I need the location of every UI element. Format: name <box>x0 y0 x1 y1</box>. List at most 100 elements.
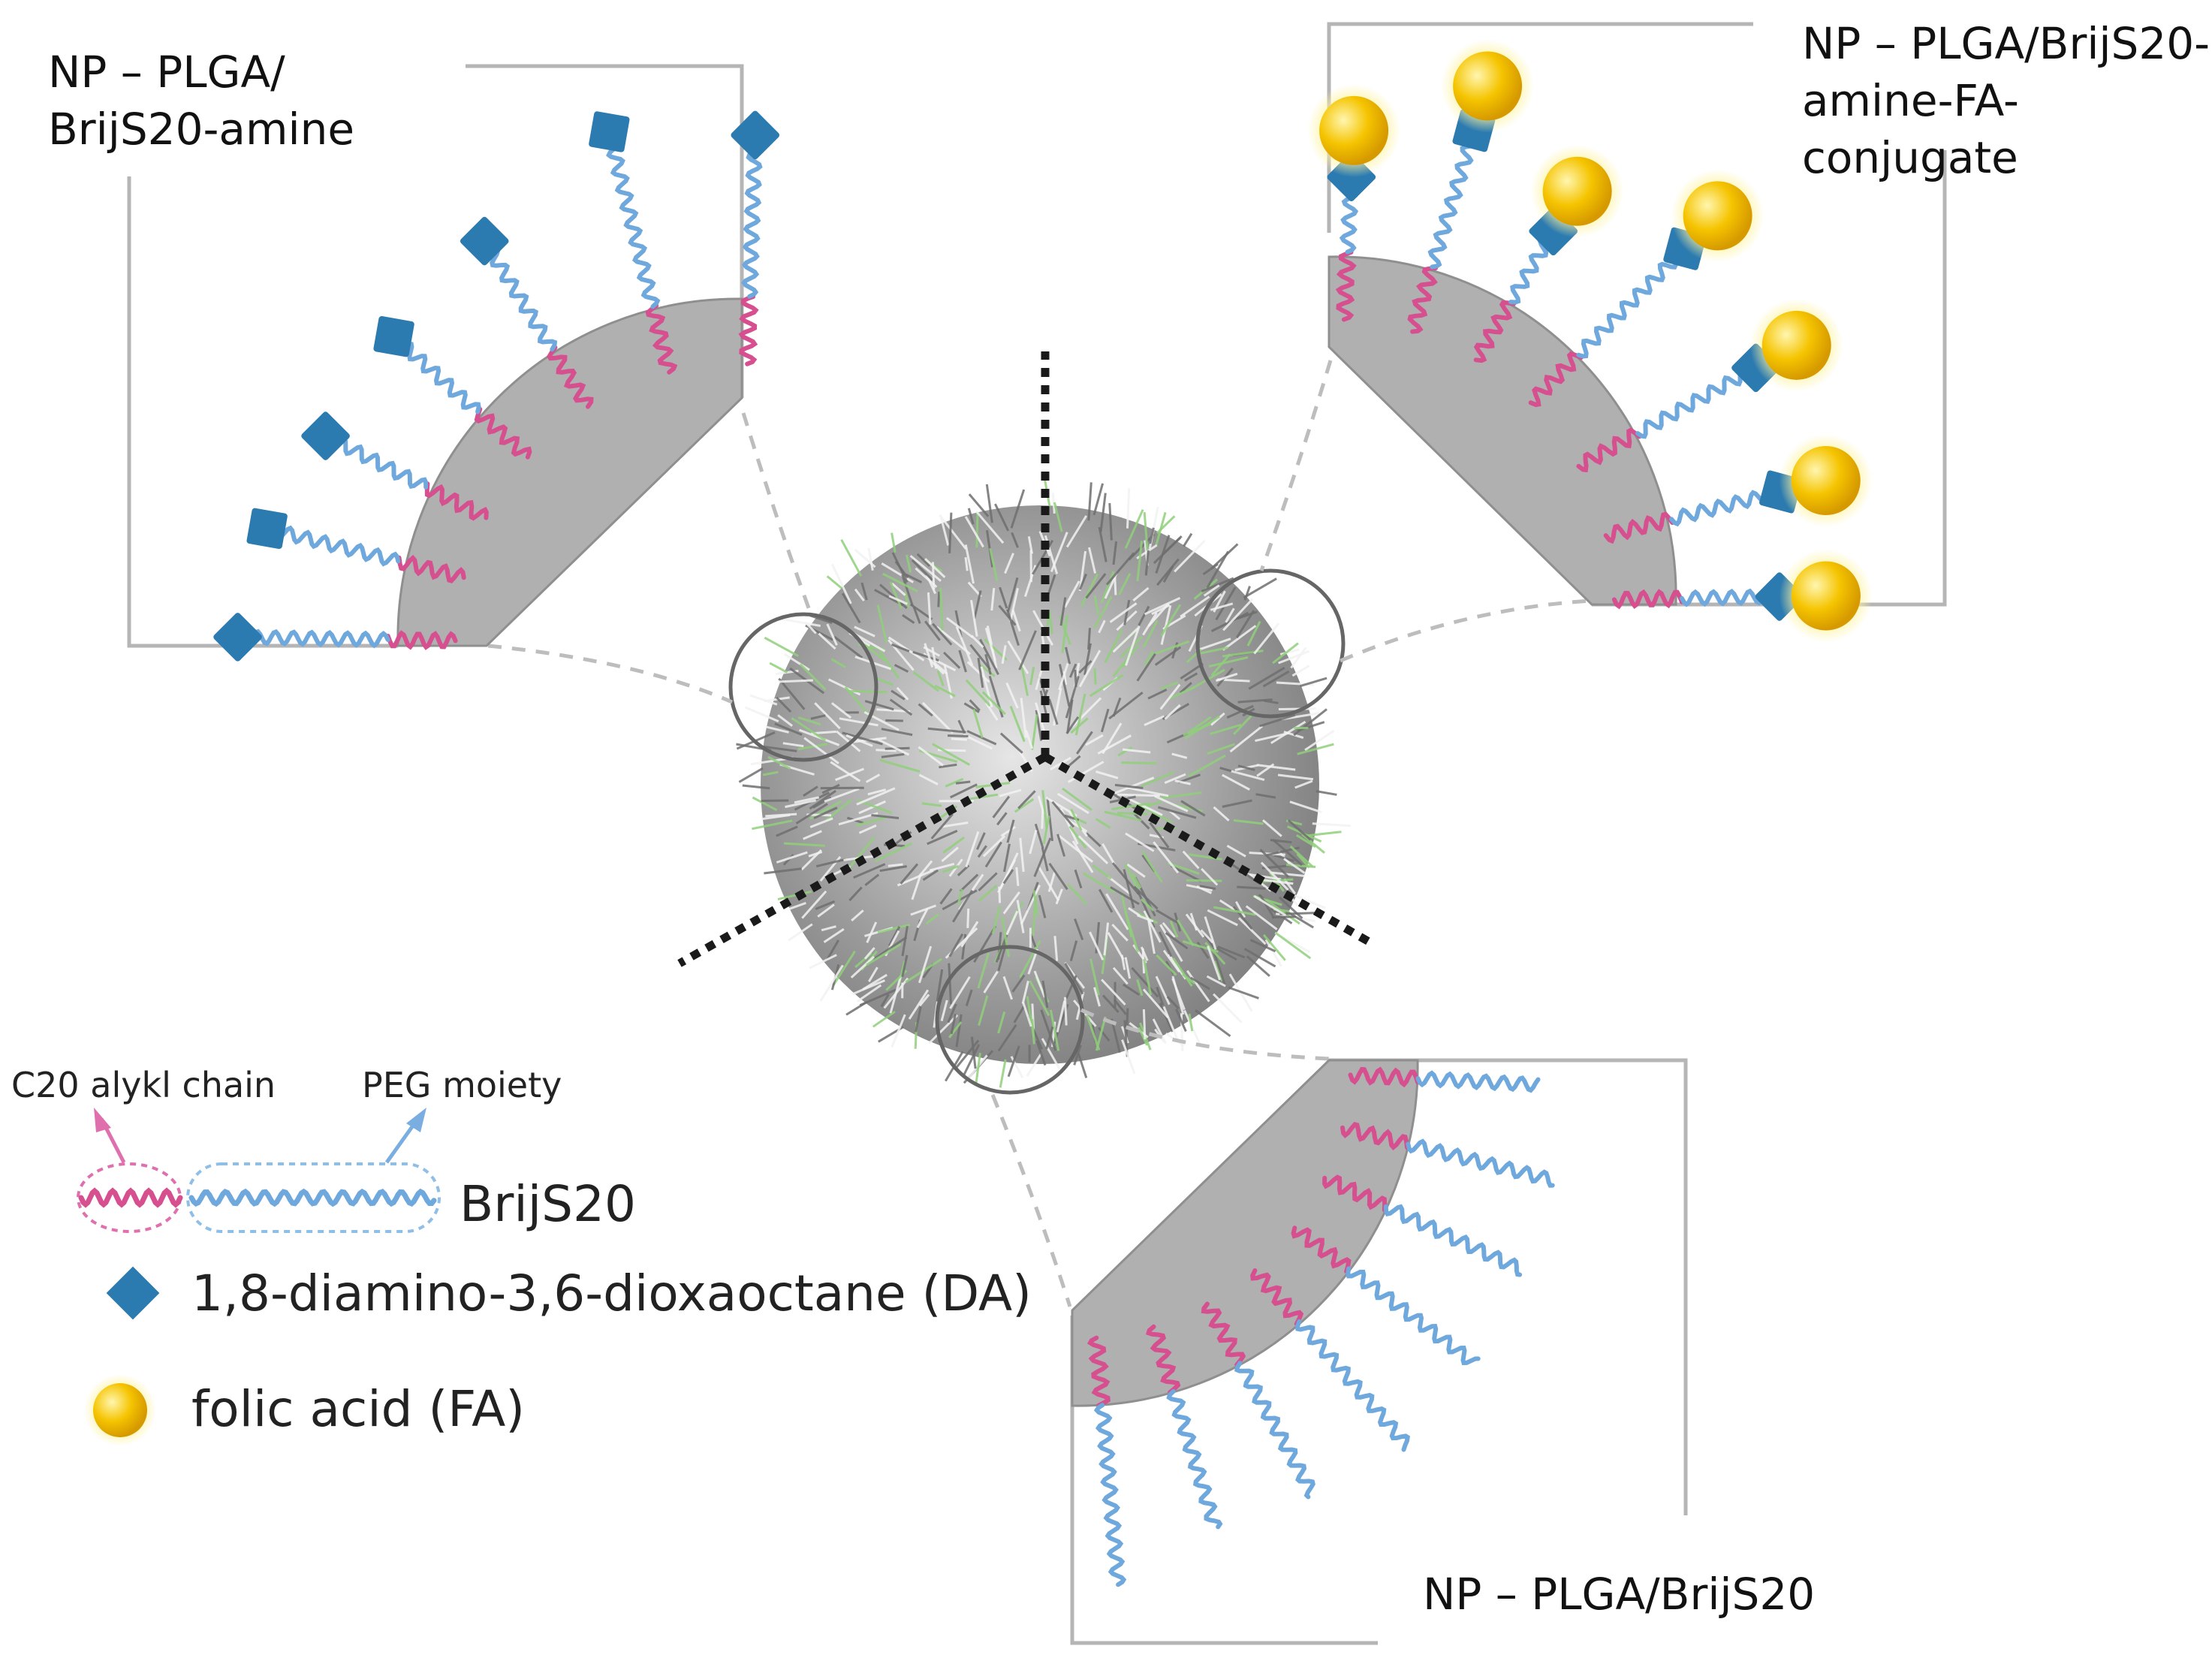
surface-fiber <box>932 623 953 646</box>
surface-fiber <box>1121 761 1158 765</box>
surface-fiber <box>1027 536 1033 554</box>
surface-fiber <box>1188 716 1212 734</box>
surface-fiber <box>823 927 845 943</box>
sector-dividers <box>677 351 1376 967</box>
surface-fiber <box>1160 604 1182 637</box>
fa-ball-icon <box>1319 95 1389 165</box>
surface-fiber <box>1142 612 1158 636</box>
surface-fiber <box>1171 975 1185 1015</box>
surface-fiber <box>854 626 875 638</box>
surface-fiber <box>1022 1002 1032 1027</box>
surface-fiber <box>880 993 890 1008</box>
surface-fiber <box>1293 708 1328 737</box>
alkyl-chain <box>1348 1066 1421 1088</box>
surface-fiber <box>871 814 900 819</box>
surface-fiber <box>1184 672 1198 682</box>
surface-fiber <box>1065 515 1088 548</box>
panel-fa <box>1307 22 1947 643</box>
surface-fiber <box>1270 720 1306 744</box>
surface-fiber <box>1057 834 1094 863</box>
surface-fiber <box>1151 640 1190 656</box>
surface-fiber <box>888 636 925 662</box>
surface-fiber <box>1131 966 1159 998</box>
surface-fiber <box>1213 993 1243 1023</box>
surface-fiber <box>1088 547 1097 574</box>
surface-fiber <box>882 572 918 592</box>
peg-chain <box>188 1188 437 1207</box>
surface-fiber <box>1087 482 1092 521</box>
surface-fiber <box>891 1014 906 1048</box>
panel-amine <box>127 64 780 662</box>
surface-fiber <box>978 872 998 891</box>
surface-fiber <box>1068 825 1087 849</box>
surface-fiber <box>1087 628 1091 650</box>
surface-fiber <box>894 664 909 673</box>
surface-fiber <box>854 588 865 601</box>
surface-fiber <box>1196 942 1210 960</box>
surface-fiber <box>1058 664 1071 707</box>
surface-fiber <box>784 653 810 671</box>
surface-fiber <box>1180 800 1206 817</box>
brij-chains <box>213 110 780 662</box>
surface-fiber <box>1067 883 1087 906</box>
surface-fiber <box>847 689 888 694</box>
surface-fiber <box>918 860 933 878</box>
surface-fiber <box>1041 980 1049 1008</box>
peg-arrow-head <box>406 1108 426 1132</box>
surface-fiber <box>1126 488 1131 529</box>
surface-fiber <box>1121 1039 1136 1075</box>
surface-fiber <box>925 913 939 925</box>
surface-fiber <box>924 643 934 668</box>
surface-fiber <box>1123 748 1151 754</box>
surface-fiber <box>835 767 865 782</box>
surface-fiber <box>1154 646 1182 666</box>
surface-fiber <box>1210 712 1225 726</box>
surface-fiber <box>824 787 860 803</box>
surface-fiber <box>957 719 966 734</box>
surface-fiber <box>1140 771 1175 788</box>
surface-fiber <box>963 702 980 713</box>
surface-fiber <box>966 908 970 928</box>
surface-fiber <box>1237 764 1255 771</box>
peg-chain <box>601 129 661 309</box>
peg-chain <box>264 520 401 567</box>
surface-fiber <box>791 716 827 742</box>
surface-fiber <box>1283 878 1297 895</box>
surface-fiber <box>878 650 900 679</box>
surface-fiber <box>797 743 828 751</box>
surface-fiber <box>815 900 836 910</box>
surface-fiber <box>1162 535 1183 555</box>
surface-fiber <box>1020 885 1041 925</box>
surface-fiber <box>911 559 934 581</box>
surface-fiber <box>1038 894 1047 918</box>
surface-fiber <box>1237 917 1267 945</box>
surface-fiber <box>1107 932 1125 960</box>
surface-fiber <box>1041 790 1048 829</box>
surface-fiber <box>1237 610 1258 620</box>
surface-fiber <box>1136 653 1156 682</box>
surface-fiber <box>1074 869 1083 889</box>
surface-fiber <box>1005 682 1019 709</box>
surface-fiber <box>767 755 791 770</box>
peg-chain <box>1383 1204 1523 1277</box>
surface-fiber <box>908 989 930 1020</box>
surface-fiber <box>745 706 779 722</box>
surface-fiber <box>1215 672 1238 683</box>
surface-fiber <box>997 1011 1006 1034</box>
surface-fiber <box>1011 532 1019 548</box>
fa-ball-icon <box>1542 156 1612 226</box>
surface-fiber <box>962 1044 981 1077</box>
surface-fiber <box>942 836 965 854</box>
surface-fiber <box>879 758 921 773</box>
panel-plain-title: NP – PLGA/BrijS20 <box>1423 1569 1816 1620</box>
surface-fiber <box>934 684 956 698</box>
surface-fiber <box>999 788 1022 797</box>
da-diamond-icon <box>731 110 780 160</box>
surface-fiber <box>1071 697 1102 728</box>
surface-fiber <box>1077 835 1109 864</box>
surface-fiber <box>761 799 789 803</box>
surface-fiber <box>1273 854 1294 863</box>
alkyl-chain <box>1611 589 1684 610</box>
surface-fiber <box>916 908 929 929</box>
peg-chain <box>1576 249 1691 359</box>
